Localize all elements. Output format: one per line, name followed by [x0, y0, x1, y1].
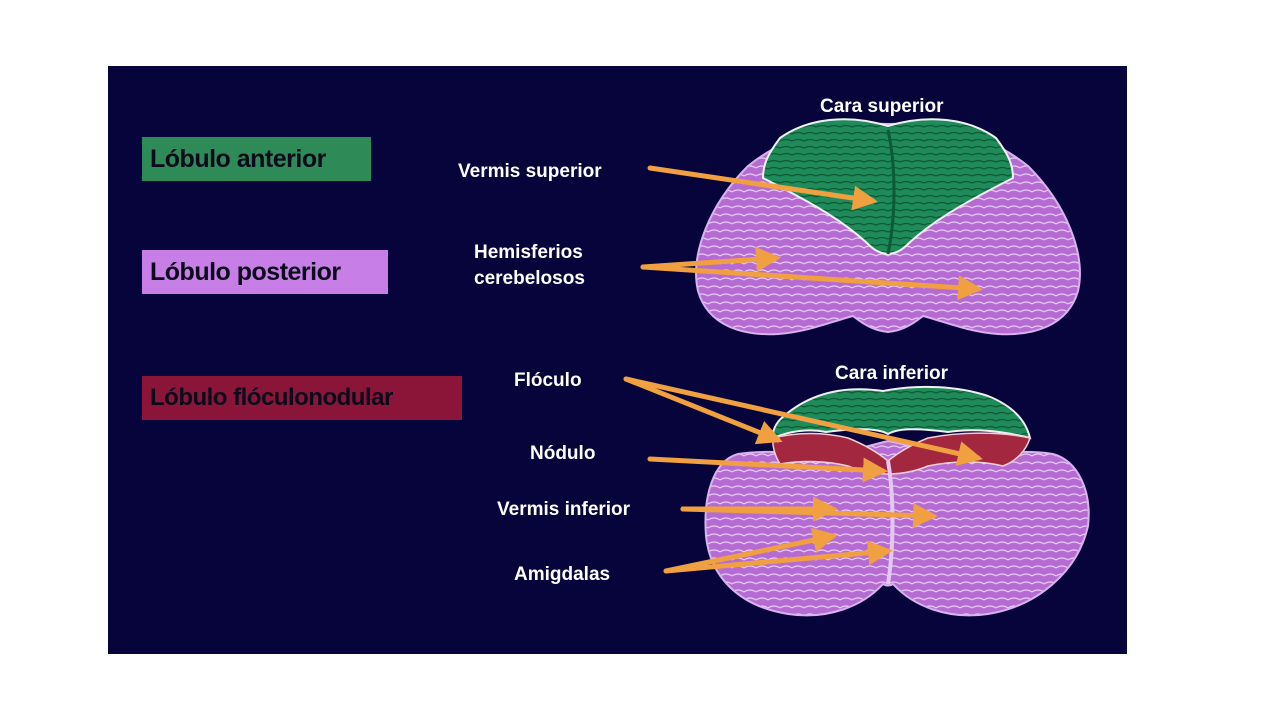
arrow-hemisferios-right [640, 264, 983, 301]
cerebellum-diagram [623, 118, 1090, 617]
legend-posterior-lobe: Lóbulo posterior [142, 250, 388, 294]
arrow-amigdalas-left [663, 527, 838, 574]
inferior-anterior-lobe [771, 385, 1032, 440]
legend-anterior-lobe: Lóbulo anterior [142, 137, 371, 181]
title-cara-superior: Cara superior [820, 96, 944, 117]
superior-anterior-lobe [761, 118, 1015, 256]
label-arrows [623, 165, 983, 574]
label-nodulo: Nódulo [530, 443, 596, 464]
inferior-hemispheres [704, 439, 1090, 617]
arrow-hemisferios-left [640, 246, 781, 272]
label-vermis-inferior: Vermis inferior [497, 499, 631, 520]
arrow-amigdalas-right [663, 540, 893, 574]
label-vermis-superior: Vermis superior [458, 161, 602, 182]
legend-floculonodular-lobe: Lóbulo flóculonodular [142, 376, 462, 420]
inferior-vermis-line [886, 460, 895, 585]
superior-view [695, 118, 1081, 336]
title-cara-inferior: Cara inferior [835, 363, 948, 384]
arrow-floculo-right [623, 376, 983, 466]
label-amigdalas: Amigdalas [514, 564, 611, 585]
arrow-vermis-inferior-right [680, 502, 938, 528]
arrow-vermis-superior [647, 165, 878, 211]
inferior-view [704, 385, 1090, 617]
diagram-panel: Lóbulo anterior Lóbulo posterior Lóbulo … [108, 66, 1127, 654]
label-hemisferios-line2: cerebelosos [474, 268, 585, 289]
label-hemisferios-line1: Hemisferios [474, 242, 583, 263]
arrow-nodulo [647, 456, 888, 483]
label-floculo: Flóculo [514, 370, 582, 391]
superior-vermis-groove [886, 129, 896, 255]
arrow-floculo-left [623, 376, 783, 445]
